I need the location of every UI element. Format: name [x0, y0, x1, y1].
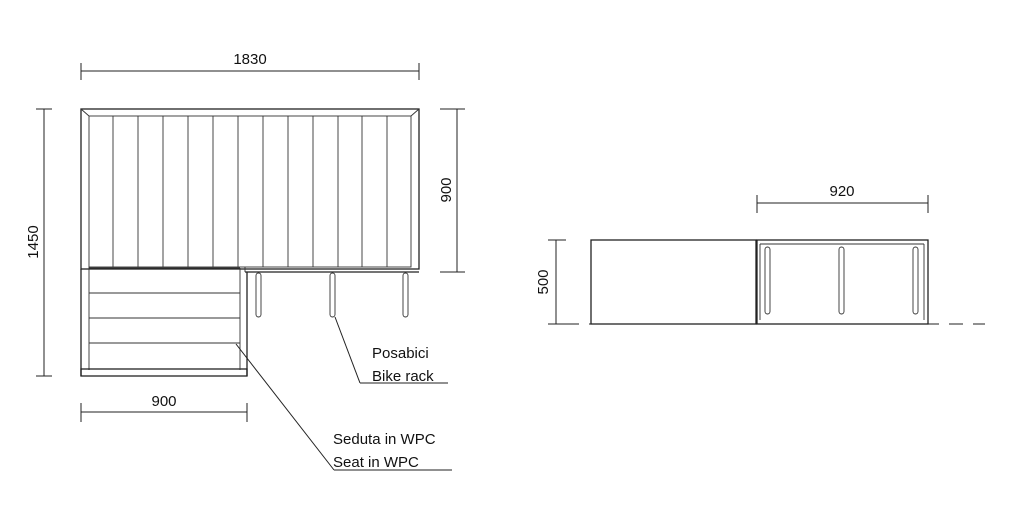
bike-rack-label-it: Posabici [372, 345, 429, 362]
side-rack-hoops [764, 246, 919, 315]
dim-side-width: 920 [756, 183, 929, 213]
seat-callout: Seduta in WPC Seat in WPC [235, 343, 452, 471]
side-bike-rack-block [756, 239, 929, 325]
seat-label-it: Seduta in WPC [333, 431, 436, 448]
side-view [565, 239, 985, 325]
svg-text:1450: 1450 [25, 225, 42, 258]
svg-text:920: 920 [829, 183, 854, 200]
back-slats [112, 116, 388, 267]
seat-label-en: Seat in WPC [333, 454, 419, 471]
seat-base [80, 368, 248, 377]
bike-rack-hoops [255, 272, 409, 318]
side-seat-block [590, 239, 757, 325]
dim-top-width: 1830 [80, 51, 420, 80]
back-panel-inner [88, 115, 412, 268]
dim-back-height: 900 [438, 108, 465, 273]
dim-seat-width: 900 [80, 393, 248, 422]
svg-text:900: 900 [438, 177, 455, 202]
bike-rack-callout: Posabici Bike rack [334, 316, 448, 385]
svg-text:1830: 1830 [233, 51, 266, 68]
dim-total-height: 1450 [25, 108, 52, 377]
bike-rack-label-en: Bike rack [372, 368, 434, 385]
svg-text:900: 900 [151, 393, 176, 410]
seat-boards [89, 267, 240, 344]
plan-view [80, 108, 420, 377]
dim-side-height: 500 [535, 239, 566, 325]
svg-text:500: 500 [535, 269, 552, 294]
back-panel-outer [80, 108, 420, 270]
